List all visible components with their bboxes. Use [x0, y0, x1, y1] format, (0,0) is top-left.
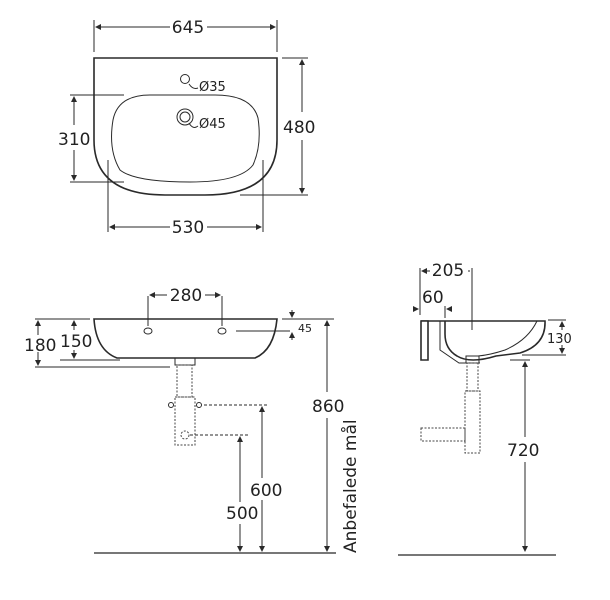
dim-trap-lower: 500 [226, 504, 258, 524]
dim-width-overall: 645 [172, 18, 204, 38]
dim-basin-depth: 310 [58, 130, 90, 150]
dim-projection: 205 [432, 261, 464, 281]
dim-tap-hole: Ø35 [199, 80, 226, 95]
side-view: 205 60 130 720 [398, 261, 572, 556]
dim-rim-height: 860 [312, 397, 344, 417]
recommended-label: Anbefalede mål [340, 419, 361, 553]
dim-depth-overall: 480 [283, 118, 315, 138]
dim-basin-width: 530 [172, 218, 204, 238]
dim-bowl-height: 150 [60, 332, 92, 352]
dim-hole-offset: 45 [298, 322, 312, 335]
dim-side-bowl-height: 130 [547, 332, 572, 347]
dim-underside-height: 720 [507, 441, 539, 461]
top-view: 645 480 310 530 Ø35 Ø45 [58, 18, 315, 238]
dim-trap-upper: 600 [250, 481, 282, 501]
dim-tap-spacing: 280 [170, 286, 202, 306]
dim-height-total: 180 [24, 336, 56, 356]
dim-drain-hole: Ø45 [199, 117, 226, 132]
dim-wall-thickness: 60 [422, 288, 444, 308]
drain-hole-icon [176, 108, 194, 126]
front-view: 280 180 150 45 600 500 860 Anbefalede må… [24, 286, 361, 554]
tap-hole-icon [180, 74, 190, 84]
